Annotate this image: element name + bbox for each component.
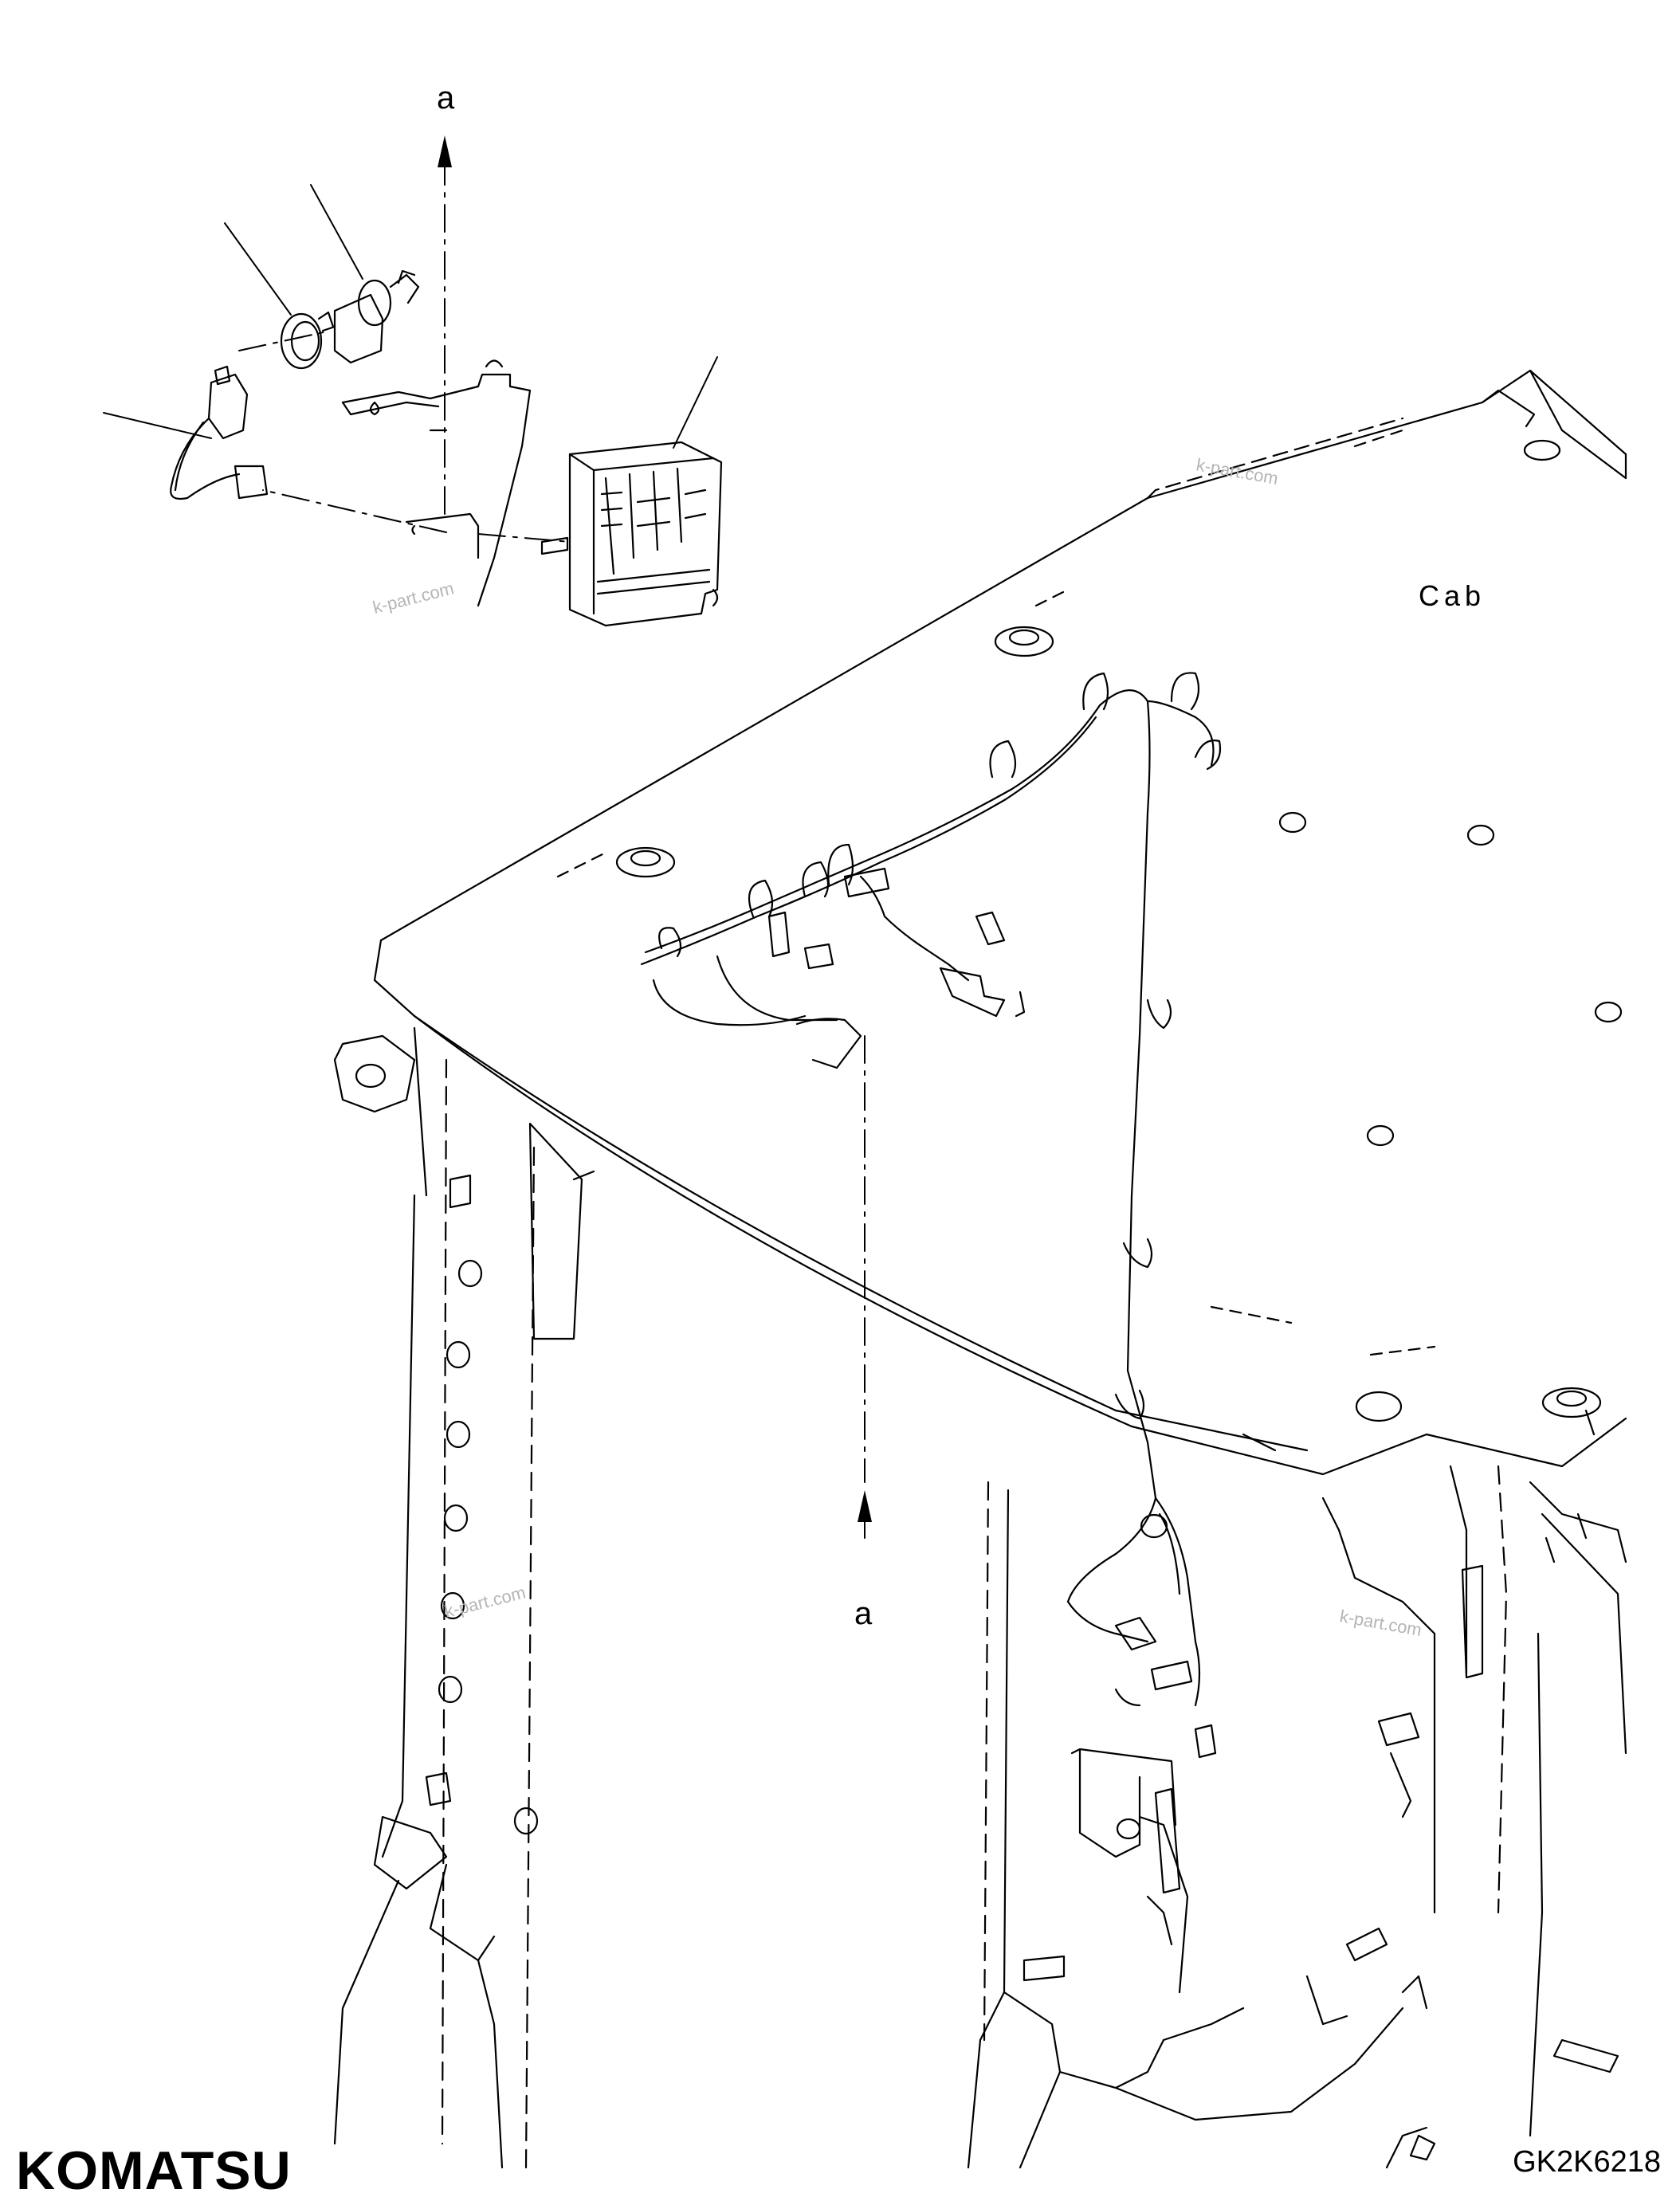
- assembly-lines: [238, 175, 866, 1483]
- mount-boss: [1541, 1387, 1602, 1418]
- cab-panel: [373, 369, 1627, 1476]
- mount-boss: [1466, 824, 1495, 846]
- arrow-heads: [438, 135, 872, 1522]
- label-a-top: a: [437, 80, 455, 116]
- leader-lines: [103, 184, 718, 449]
- label-a-bottom: a: [854, 1596, 873, 1631]
- connector-wire: [170, 365, 269, 500]
- watermark: k-part.com: [1195, 454, 1280, 488]
- socket: [321, 269, 420, 364]
- arrow-up-top: [438, 135, 452, 167]
- lower-bracket: [1070, 1724, 1217, 1946]
- label-cab: Cab: [1419, 579, 1486, 612]
- arrow-up-bottom: [858, 1490, 872, 1522]
- mounting-bracket: [341, 359, 532, 607]
- cab-mount-bosses: [615, 439, 1623, 1418]
- left-pillar: [333, 1026, 595, 2169]
- bolt-row: [438, 1259, 539, 1835]
- mount-boss: [1366, 1124, 1395, 1147]
- watermark: k-part.com: [442, 1582, 528, 1621]
- komatsu-logo: KOMATSU: [16, 2140, 292, 2201]
- mount-boss: [1278, 811, 1307, 834]
- clamp-ring: [280, 311, 335, 370]
- mount-boss: [1523, 439, 1561, 461]
- mount-boss: [1594, 1001, 1623, 1023]
- watermark: k-part.com: [371, 578, 456, 617]
- mount-boss: [994, 626, 1054, 657]
- control-unit: [540, 441, 723, 627]
- right-pillar: [967, 1391, 1627, 2169]
- mount-boss: [615, 846, 676, 878]
- wiring-harness: [640, 672, 1222, 1707]
- drawing-code: GK2K6218: [1513, 2145, 1661, 2179]
- exploded-parts: [170, 269, 723, 627]
- watermark: k-part.com: [1338, 1606, 1423, 1640]
